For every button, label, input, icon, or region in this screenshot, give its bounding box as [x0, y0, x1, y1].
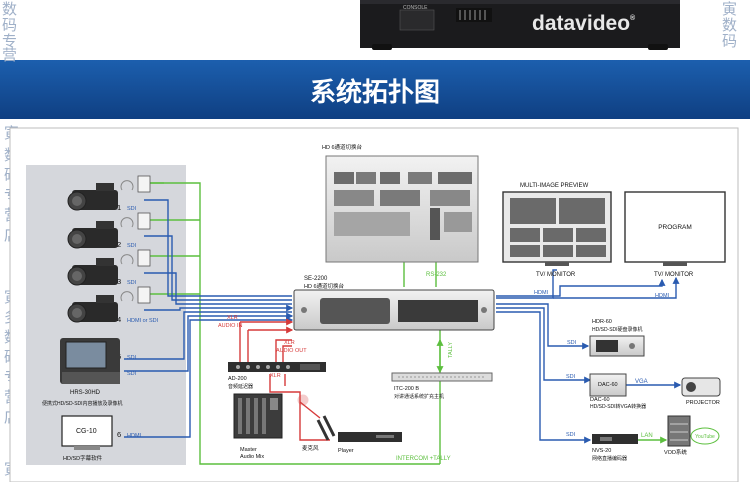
sdi-to-hdr: SDI — [567, 340, 577, 346]
multiview-monitor — [502, 191, 612, 266]
svg-text:寅: 寅 — [722, 0, 737, 18]
vod-server — [667, 415, 691, 447]
channel-2-label: 2 — [117, 240, 121, 249]
sdi-label-1: SDI — [127, 206, 137, 212]
vod-label: VOD系统 — [664, 448, 687, 456]
tally-label: TALLY — [448, 342, 454, 358]
svg-text:营: 营 — [2, 46, 17, 64]
intercom-tally-label: INTERCOM +TALLY — [396, 456, 451, 462]
dac-model-2: DAC-60 — [590, 397, 610, 403]
channel-4-label: 4 — [117, 315, 121, 324]
hdmi-out-label-1: HDMI — [534, 290, 549, 296]
intercom-headsets — [120, 180, 134, 302]
ad200-desc: 音频延迟器 — [228, 383, 253, 390]
rs232-label: RS-232 — [426, 272, 447, 278]
xlr-label-3: XLR — [270, 373, 281, 379]
lan-label: LAN — [641, 433, 653, 439]
itc-200b-device — [391, 372, 493, 382]
itc-desc: 对讲通话系统扩充主机 — [394, 393, 444, 400]
hdmi-or-sdi-label: HDMI or SDI — [127, 318, 159, 324]
multiview-label: MULTI-IMAGE PREVIEW — [520, 183, 589, 189]
dac-desc: HD/SD-SDI转VGA转换器 — [590, 403, 646, 410]
player-label: Player — [338, 448, 354, 454]
program-monitor — [624, 191, 726, 266]
title-banner: 系统拓扑图 — [0, 60, 750, 119]
channel-1-label: 1 — [117, 203, 121, 212]
projector-device — [681, 377, 721, 397]
page-title: 系统拓扑图 — [310, 77, 440, 107]
hrs-30hd-device — [60, 338, 120, 384]
sdi-label-5b: SDI — [127, 371, 137, 377]
datavideo-logo: datavideo® — [532, 12, 636, 35]
svg-text:码: 码 — [2, 16, 17, 34]
tally-boxes — [137, 175, 151, 304]
sdi-label-5: SDI — [127, 355, 137, 361]
itc-model: ITC-200 B — [394, 386, 419, 392]
camera-1 — [67, 183, 118, 211]
camera-2 — [67, 221, 118, 249]
hrs-model: HRS-30HD — [70, 390, 101, 396]
switcher-caption: HD 6通道切换台 — [322, 143, 363, 151]
ad200-model: AD-200 — [228, 376, 247, 382]
hrs-desc: 便携式HD/SD-SDI内容播放及录像机 — [42, 400, 123, 407]
youtube-label: YouTube — [695, 434, 715, 440]
hdmi-out-label-2: HDMI — [655, 293, 670, 299]
sdi-label-3: SDI — [127, 280, 137, 286]
hdr-model: HDR-60 — [592, 319, 612, 325]
product-photo-strip: CONSOLE datavideo® — [360, 0, 680, 50]
console-label: CONSOLE — [403, 5, 428, 11]
connection-lines — [124, 182, 696, 465]
nvs-desc: 网络直播编码器 — [592, 455, 627, 462]
svg-text:专: 专 — [2, 32, 17, 50]
sdi-to-nvs: SDI — [566, 432, 576, 438]
camera-4 — [67, 295, 118, 323]
xlr-label-1: XLR — [227, 315, 238, 321]
sdi-to-dac: SDI — [566, 374, 576, 380]
dac-60-device — [589, 373, 627, 397]
svg-text:数: 数 — [2, 0, 17, 18]
audio-in-label: AUDIO IN — [218, 323, 242, 329]
vga-label: VGA — [635, 379, 648, 385]
tv-monitor-label-2: TV/ MONITOR — [654, 272, 694, 278]
channel-6-label: 6 — [117, 430, 121, 439]
channel-3-label: 3 — [117, 277, 121, 286]
se-2200-main-unit — [293, 289, 495, 331]
audio-out-label: AUDIO OUT — [276, 348, 307, 354]
microphone — [297, 394, 336, 441]
cloud-icon — [690, 427, 720, 445]
cg-model: CG-10 — [76, 428, 97, 435]
program-label: PROGRAM — [658, 224, 692, 231]
se2200-model: SE-2200 — [304, 276, 328, 282]
port-strip — [456, 8, 492, 22]
projector-label: PROJECTOR — [686, 400, 720, 406]
nvs-20-device — [592, 434, 638, 444]
watermark-left: 数 码 专 营 — [2, 0, 17, 64]
svg-text:数: 数 — [722, 16, 737, 34]
nvs-model: NVS-20 — [592, 448, 611, 454]
switcher-control-panel — [325, 155, 479, 263]
svg-text:码: 码 — [722, 32, 737, 50]
tv-monitor-label-1: TV/ MONITOR — [536, 272, 576, 278]
dac-model: DAC-60 — [598, 382, 618, 388]
cg-10-device — [61, 415, 113, 450]
audio-mixer — [233, 393, 283, 439]
cg-desc: HD/SD字幕软件 — [63, 454, 103, 462]
hdr-60-device — [589, 335, 645, 357]
ad-200-device — [228, 362, 326, 372]
xlr-label-2: XLR — [284, 340, 295, 346]
hdr-desc: HD/SD-SDI硬盘录像机 — [592, 326, 643, 333]
se2200-desc: HD 6通道切换台 — [304, 282, 345, 290]
player-device — [338, 432, 402, 442]
camera-3 — [67, 258, 118, 286]
hdmi-label-6: HDMI — [127, 433, 142, 439]
sdi-label-2: SDI — [127, 243, 137, 249]
mic-label: 麦克风 — [302, 444, 319, 452]
